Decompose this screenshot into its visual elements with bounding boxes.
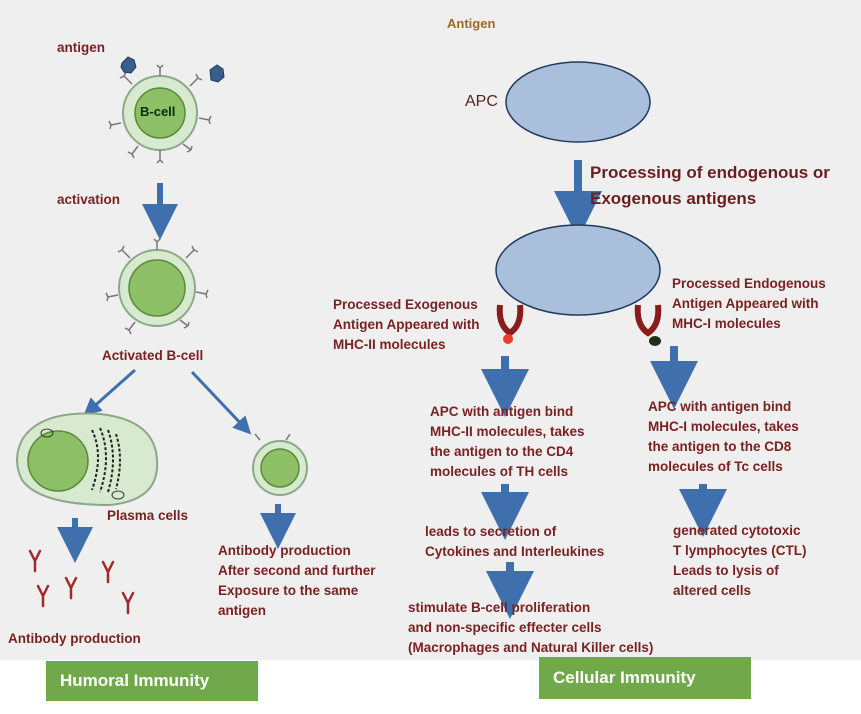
apc-label: APC [465, 93, 498, 110]
mhc-i-receptor-icon [634, 304, 662, 346]
to-plasma-arrow [83, 368, 136, 416]
stimulate-text: stimulate B-cell proliferation and non-s… [408, 600, 654, 655]
ctl-text: generated cytotoxic T lymphocytes (CTL) … [673, 523, 807, 598]
plasma-cells-label: Plasma cells [107, 508, 189, 523]
cd4-text: APC with antigen bind MHC-II molecules, … [430, 404, 585, 479]
activated-bcell-label: Activated B-cell [102, 348, 204, 363]
memory-response-text: Antibody production After second and fur… [218, 543, 376, 618]
bcell-label: B-cell [140, 104, 176, 119]
antigen-title: Antigen [447, 16, 496, 31]
apc-ellipse [505, 61, 651, 143]
humoral-immunity-banner: Humoral Immunity [46, 661, 258, 701]
to-memory-arrow [190, 370, 252, 435]
exogenous-text: Processed Exogenous Antigen Appeared wit… [333, 297, 480, 352]
memory-bcell-icon [252, 433, 308, 496]
antibody-production-label: Antibody production [8, 631, 141, 646]
processed-apc-ellipse [495, 224, 661, 316]
plasma-cell-icon [16, 412, 159, 507]
cd8-text: APC with antigen bind MHC-I molecules, t… [648, 399, 799, 474]
activation-label: activation [57, 192, 121, 207]
bcell-icon [108, 64, 212, 164]
antibody-icons [28, 549, 135, 615]
cellular-immunity-banner: Cellular Immunity [539, 657, 751, 699]
antigen-icon [120, 56, 225, 83]
cytokines-text: leads to secretion of Cytokines and Inte… [425, 524, 605, 559]
antigen-label: antigen [57, 40, 106, 55]
mhc-ii-receptor-icon [496, 304, 524, 344]
processing-text: Processing of endogenous or Exogenous an… [590, 163, 830, 208]
endogenous-text: Processed Endogenous Antigen Appeared wi… [672, 276, 826, 331]
activated-bcell-icon [105, 238, 209, 335]
